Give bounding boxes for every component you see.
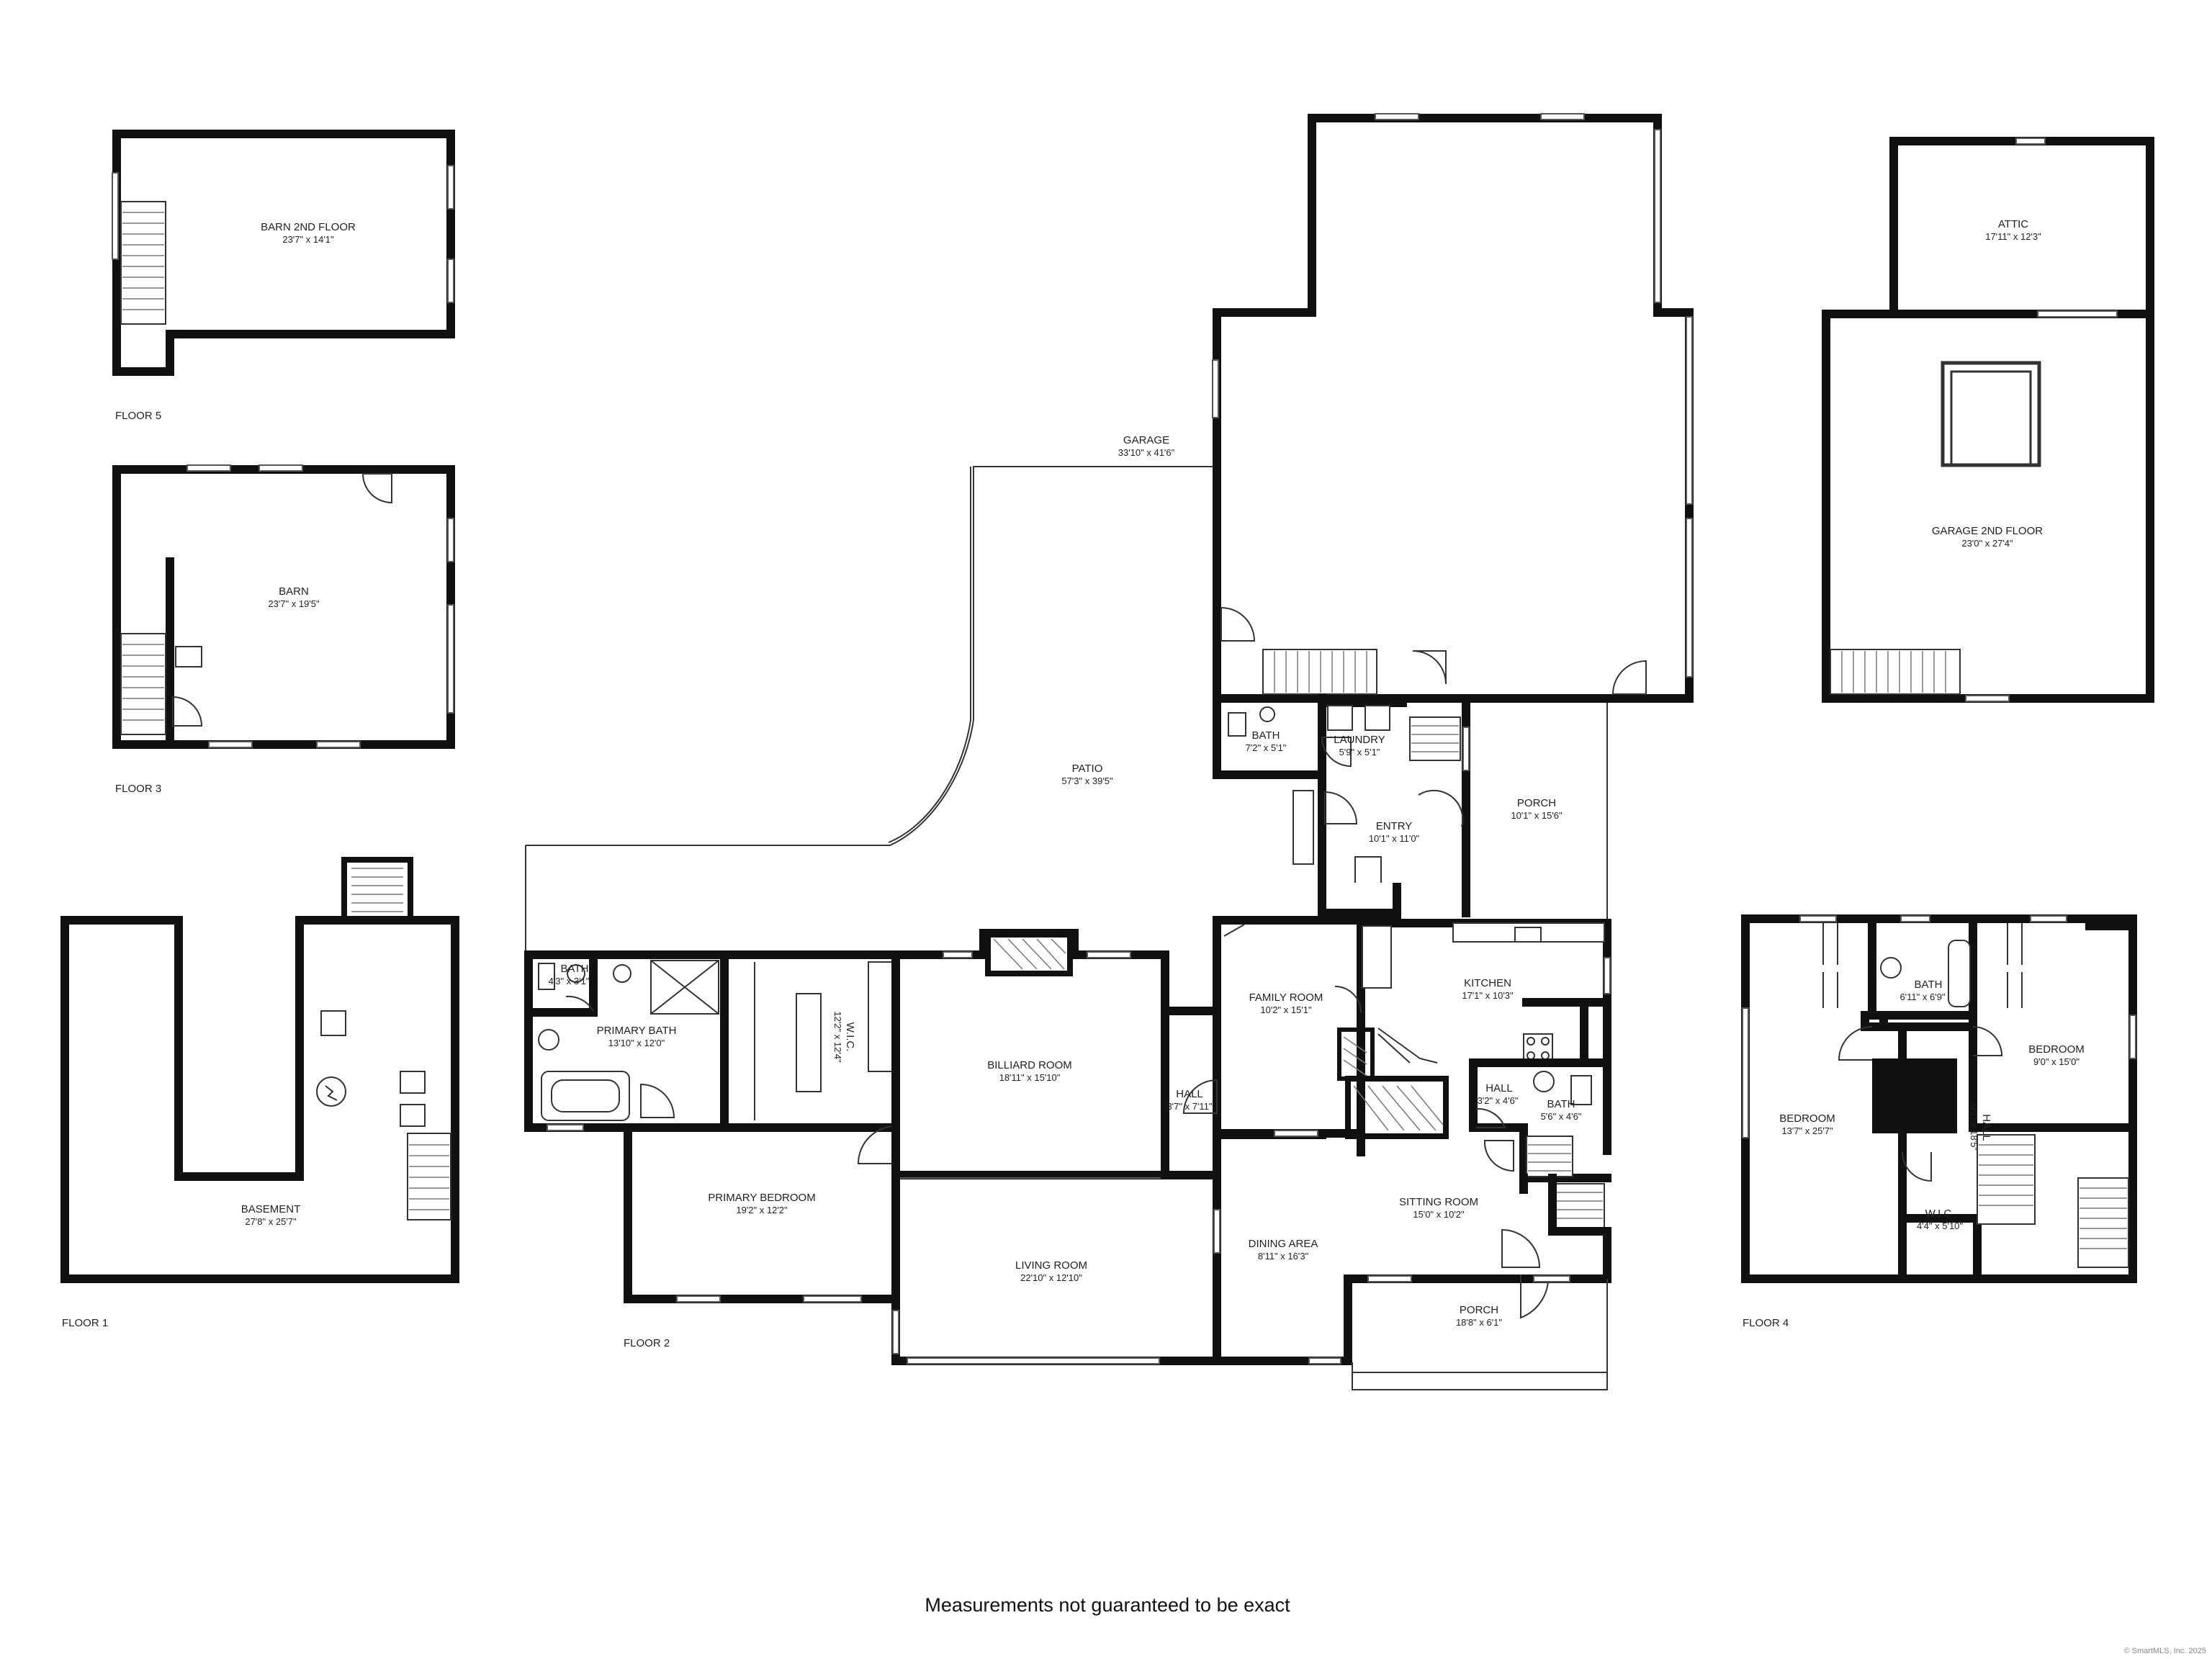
room-name-kitchen: KITCHEN xyxy=(1464,977,1511,989)
room-dim-family-room: 10'2" x 15'1" xyxy=(1260,1004,1312,1015)
room-dim-bedroom-east: 9'0" x 15'0" xyxy=(2033,1056,2080,1067)
room-name-dining-area: DINING AREA xyxy=(1249,1238,1318,1250)
room-dim-kitchen: 17'1" x 10'3" xyxy=(1462,990,1514,1001)
room-name-bath-floor4: BATH xyxy=(1915,979,1943,991)
room-dim-bedroom-west: 13'7" x 25'7" xyxy=(1781,1125,1833,1136)
room-name-wic-floor4: W.I.C. xyxy=(1925,1208,1955,1220)
room-dim-sitting-room: 15'0" x 10'2" xyxy=(1413,1209,1465,1220)
room-name-garage-2nd-floor: GARAGE 2ND FLOOR xyxy=(1932,525,2043,537)
room-dim-dining-area: 8'11" x 16'3" xyxy=(1258,1251,1309,1262)
room-dim-attic: 17'11" x 12'3" xyxy=(1985,231,2041,242)
room-name-bath-kitchen: BATH xyxy=(1547,1098,1575,1110)
floor-label-3: FLOOR 3 xyxy=(115,783,161,795)
room-name-basement: BASEMENT xyxy=(241,1203,301,1215)
room-dim-billiard-room: 18'11" x 15'10" xyxy=(999,1072,1061,1083)
room-dim-primary-bedroom: 19'2" x 12'2" xyxy=(736,1205,788,1215)
room-dim-wic-floor4: 4'4" x 5'10" xyxy=(1917,1220,1963,1231)
barn2-stair-treads xyxy=(122,212,164,310)
room-dim-bath-kitchen: 5'6" x 4'6" xyxy=(1541,1111,1582,1122)
copyright-text: © SmartMLS, Inc. 2025 xyxy=(2124,1647,2207,1655)
room-dim-primary-bath: 13'10" x 12'0" xyxy=(608,1038,665,1048)
room-dim-living-room: 22'10" x 12'10" xyxy=(1020,1272,1082,1283)
floor-label-2: FLOOR 2 xyxy=(624,1337,670,1349)
room-name-attic: ATTIC xyxy=(1998,218,2028,230)
room-dim-bath-floor4: 6'11" x 6'9" xyxy=(1899,992,1945,1002)
room-name-wic-primary: W.I.C. xyxy=(844,1022,856,1052)
room-dim-porch-east: 10'1" x 15'6" xyxy=(1511,810,1563,821)
room-name-sitting-room: SITTING ROOM xyxy=(1399,1196,1478,1208)
room-name-barn-2nd-floor: BARN 2ND FLOOR xyxy=(261,221,356,233)
room-dim-garage: 33'10" x 41'6" xyxy=(1118,447,1175,458)
room-name-primary-bedroom: PRIMARY BEDROOM xyxy=(708,1192,815,1204)
room-name-porch-east: PORCH xyxy=(1517,797,1556,809)
disclaimer-text: Measurements not guaranteed to be exact xyxy=(925,1594,1290,1616)
room-name-hall-floor4: HALL xyxy=(1980,1114,1992,1141)
room-name-porch-south: PORCH xyxy=(1460,1304,1498,1316)
room-dim-entry: 10'1" x 11'0" xyxy=(1369,833,1420,844)
room-dim-hall-floor4: 9'1" x 18'5" xyxy=(1969,1105,1979,1151)
room-dim-patio: 57'3" x 39'5" xyxy=(1061,775,1113,786)
garage-stairs xyxy=(1262,649,1377,695)
room-name-family-room: FAMILY ROOM xyxy=(1249,992,1323,1004)
room-dim-hall-b: 3'2" x 4'6" xyxy=(1478,1095,1519,1106)
barn2-stairs xyxy=(120,201,166,325)
room-name-entry: ENTRY xyxy=(1376,820,1413,832)
barn-stairs xyxy=(120,633,166,735)
room-name-hall-b: HALL xyxy=(1485,1082,1513,1094)
room-name-bedroom-east: BEDROOM xyxy=(2028,1043,2085,1056)
barn-chimney xyxy=(175,646,202,667)
room-name-bedroom-west: BEDROOM xyxy=(1779,1112,1835,1125)
room-dim-basement: 27'8" x 25'7" xyxy=(245,1216,297,1227)
room-name-hall-a: HALL xyxy=(1176,1088,1203,1100)
room-name-laundry: LAUNDRY xyxy=(1334,734,1385,746)
room-name-bath-garage: BATH xyxy=(1252,729,1280,742)
room-name-bath-small: BATH xyxy=(561,963,589,975)
floor-label-4: FLOOR 4 xyxy=(1743,1317,1789,1329)
room-name-patio: PATIO xyxy=(1072,763,1103,775)
room-name-billiard-room: BILLIARD ROOM xyxy=(987,1059,1072,1071)
room-name-barn: BARN xyxy=(279,585,309,598)
basement-boiler xyxy=(316,1076,346,1107)
room-dim-barn: 23'7" x 19'5" xyxy=(268,598,320,609)
garage-2nd-floor-plan xyxy=(1822,137,2154,703)
floor2-plan xyxy=(524,113,1694,1390)
floor-label-1: FLOOR 1 xyxy=(62,1317,108,1329)
floor4-plan xyxy=(1741,914,2137,1283)
room-dim-bath-garage: 7'2" x 5'1" xyxy=(1246,742,1287,753)
room-dim-wic-primary: 12'2" x 12'4" xyxy=(832,1011,843,1063)
room-name-primary-bath: PRIMARY BATH xyxy=(597,1025,677,1037)
floor-label-5: FLOOR 5 xyxy=(115,410,161,422)
room-dim-barn-2nd-floor: 23'7" x 14'1" xyxy=(282,234,334,245)
floor1-plan xyxy=(60,857,459,1283)
floor5-plan xyxy=(112,130,455,376)
room-name-garage: GARAGE xyxy=(1123,434,1169,446)
room-dim-laundry: 5'9" x 5'1" xyxy=(1339,747,1380,757)
floor3-plan xyxy=(112,464,455,749)
room-dim-porch-south: 18'8" x 6'1" xyxy=(1456,1317,1502,1328)
room-dim-bath-small: 4'3" x 3'1" xyxy=(549,976,590,986)
room-dim-garage-2nd-floor: 23'0" x 27'4" xyxy=(1961,538,2013,549)
room-name-living-room: LIVING ROOM xyxy=(1015,1259,1087,1272)
room-dim-hall-a: 3'7" x 7'11" xyxy=(1166,1101,1212,1112)
